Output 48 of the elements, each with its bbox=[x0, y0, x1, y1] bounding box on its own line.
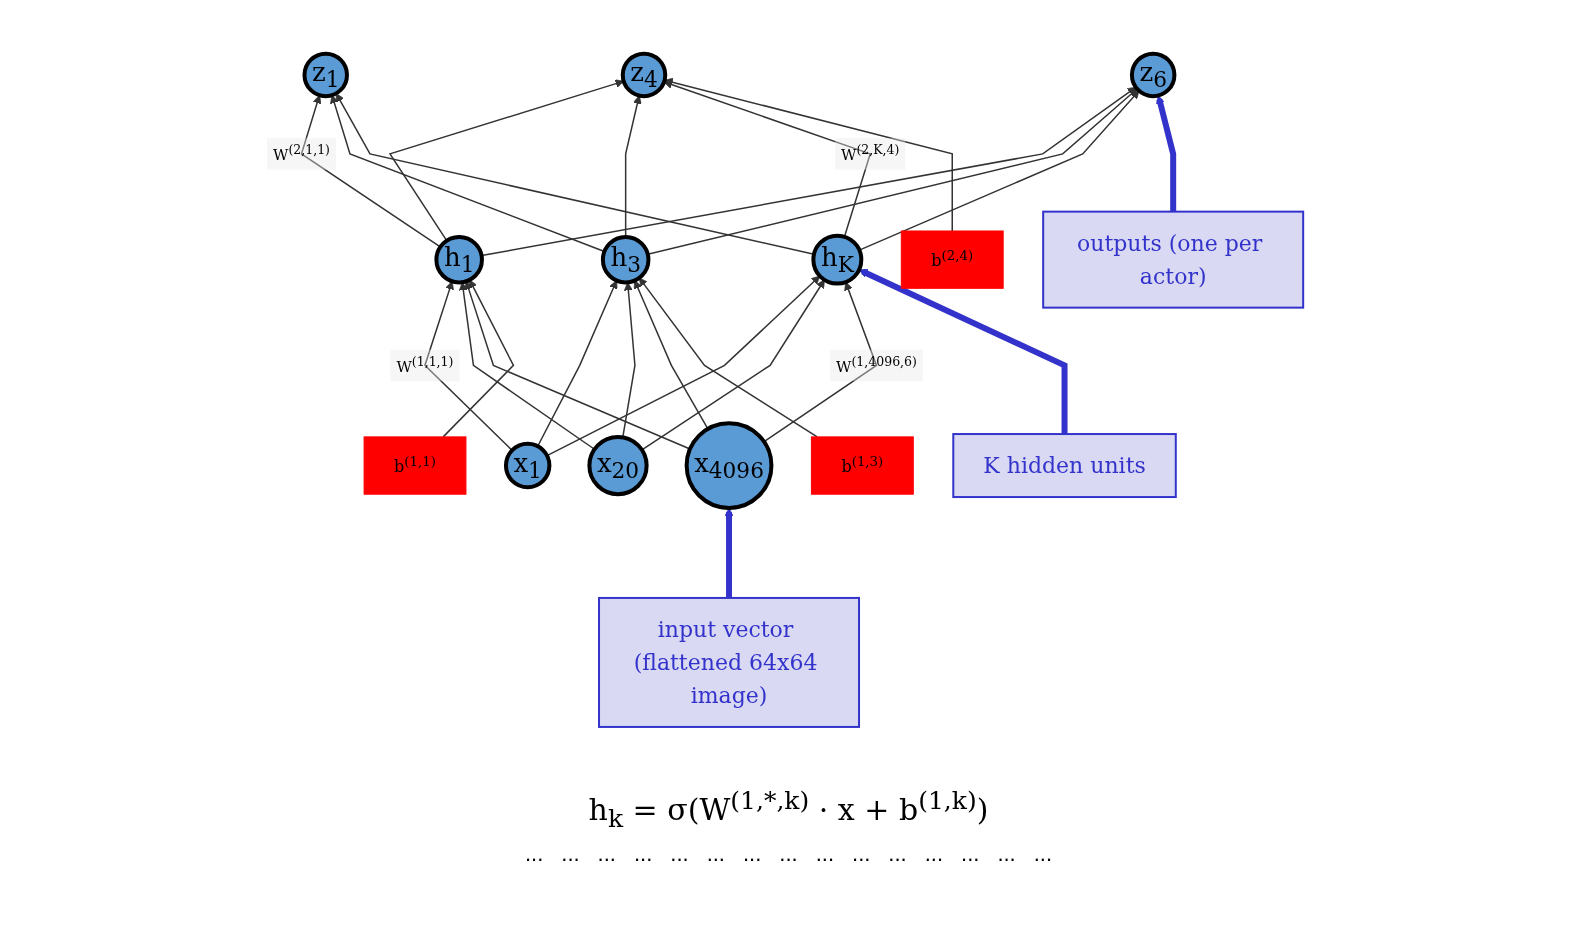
node-circle: h$_{3}$ bbox=[601, 234, 651, 285]
node-box: K hidden units bbox=[952, 433, 1178, 499]
node-box: outputs (one per actor) bbox=[1042, 210, 1305, 309]
node-circle: z$_{6}$ bbox=[1130, 51, 1177, 99]
ellipsis: ... bbox=[924, 841, 944, 867]
ellipsis: ... bbox=[1033, 841, 1053, 867]
ellipsis: ... bbox=[888, 841, 907, 867]
ellipsis: ... bbox=[743, 841, 762, 867]
node-circle: x$_{4096}$ bbox=[685, 421, 774, 510]
arrow bbox=[859, 90, 1140, 251]
arrow bbox=[459, 281, 596, 450]
arrow bbox=[725, 507, 734, 598]
ellipsis: ... bbox=[633, 841, 653, 867]
node-circle: x$_{1}$ bbox=[504, 441, 552, 490]
ellipsis: ... bbox=[524, 841, 544, 867]
node-box: input vector (flattened 64x64 image) bbox=[598, 596, 861, 728]
ellipsis: ... bbox=[670, 841, 689, 867]
arrow bbox=[537, 280, 618, 447]
arrow bbox=[763, 281, 878, 443]
node-circle: h$_{K}$ bbox=[811, 233, 864, 286]
ellipsis: ... bbox=[961, 841, 980, 867]
arrow bbox=[625, 95, 643, 238]
arrow bbox=[1156, 95, 1177, 212]
node-box: b$^{(1,3)}$ bbox=[811, 436, 915, 495]
ellipsis: ... bbox=[852, 841, 871, 867]
edge-label: W$^{(2,K,4)}$ bbox=[841, 142, 900, 165]
arrow bbox=[442, 279, 515, 438]
ellipsis: ... bbox=[997, 841, 1016, 867]
edge-label: W$^{(1,1,1)}$ bbox=[396, 353, 454, 376]
node-box: b$^{(2,4)}$ bbox=[901, 230, 1005, 289]
edge-label: W$^{(2,1,1)}$ bbox=[273, 142, 331, 165]
node-circle: z$_{4}$ bbox=[621, 51, 668, 99]
node-circle: z$_{1}$ bbox=[302, 51, 350, 99]
arrow bbox=[301, 94, 442, 248]
arrow bbox=[859, 268, 1068, 435]
node-circle: h$_{1}$ bbox=[434, 234, 485, 285]
node-box: b$^{(1,1)}$ bbox=[364, 436, 467, 495]
arrow bbox=[424, 280, 514, 452]
ellipsis: ... bbox=[779, 841, 798, 867]
ellipsis: ... bbox=[815, 841, 834, 867]
ellipsis: ... bbox=[706, 841, 725, 867]
ellipsis: ... bbox=[597, 841, 616, 867]
arrow bbox=[634, 280, 710, 430]
formula: h$_{k}$ = σ(W$^{(1,*,k)}$ · x + b$^{(1,k)}$) bbox=[588, 786, 989, 833]
ellipsis: ... bbox=[561, 841, 580, 867]
arrow bbox=[664, 80, 872, 238]
edge-label: W$^{(1,4096,6)}$ bbox=[836, 353, 918, 376]
node-circle: x$_{20}$ bbox=[587, 434, 650, 497]
